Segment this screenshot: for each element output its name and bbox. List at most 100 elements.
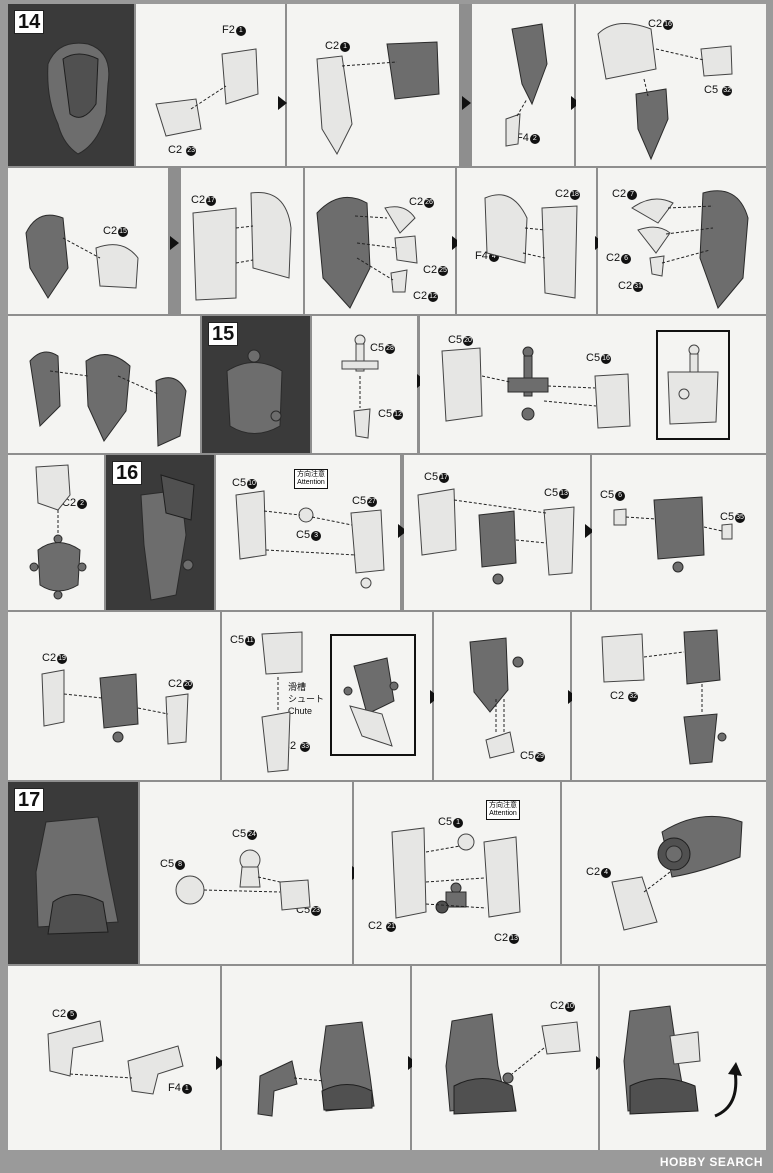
part-drawing [505,23,548,147]
flow-arrow [585,524,594,538]
part-label: C2 21 [368,920,397,932]
flow-arrow [452,236,461,250]
detail-inset [330,634,416,756]
part-drawing [611,815,743,931]
detail-inset [656,330,730,440]
step-17-panel-5 [222,966,410,1150]
part-drawing [469,637,524,759]
step-14-panel-10 [8,316,200,453]
part-drawing [175,849,311,911]
watermark: HOBBY SEARCH [659,1155,763,1169]
step-16-preview: 16 [106,455,214,610]
part-drawing [47,1020,184,1095]
arm-image [140,474,195,601]
part-drawing [155,48,259,137]
part-drawing [441,346,631,429]
flow-arrow [571,96,580,110]
part-drawing [391,827,521,919]
part-drawing [484,194,578,299]
helmet-image [47,42,110,155]
part-drawing [29,351,187,447]
part-label: C2 23 [168,144,197,156]
part-drawing [601,629,727,765]
step-number: 14 [14,10,45,34]
part-drawing [41,669,189,745]
part-label: C2 32 [610,690,639,702]
part-drawing [417,488,575,585]
flow-arrow [170,236,179,250]
step-number: 16 [112,461,143,485]
step-17-preview: 17 [8,782,138,964]
flow-arrow [278,96,287,110]
part-drawing [341,334,379,439]
part-drawing [261,631,303,773]
flow-arrow [216,1056,225,1070]
part-drawing [445,1013,581,1115]
part-drawing [597,23,733,161]
step-17-panel-7 [600,966,766,1150]
chute-note-en: Chute [288,706,313,716]
flow-arrow [462,96,471,110]
part-label: C5 32 [704,84,733,96]
part-drawing [631,190,749,309]
inset-drawing [667,344,719,425]
step-14-preview: 14 [8,4,134,166]
part-drawing [623,1005,742,1118]
chute-note-jp1: 滑槽 [288,682,307,692]
part-drawing [257,1021,375,1117]
flow-arrow [398,524,407,538]
part-drawing [25,214,139,299]
shoulder-image [226,349,283,434]
